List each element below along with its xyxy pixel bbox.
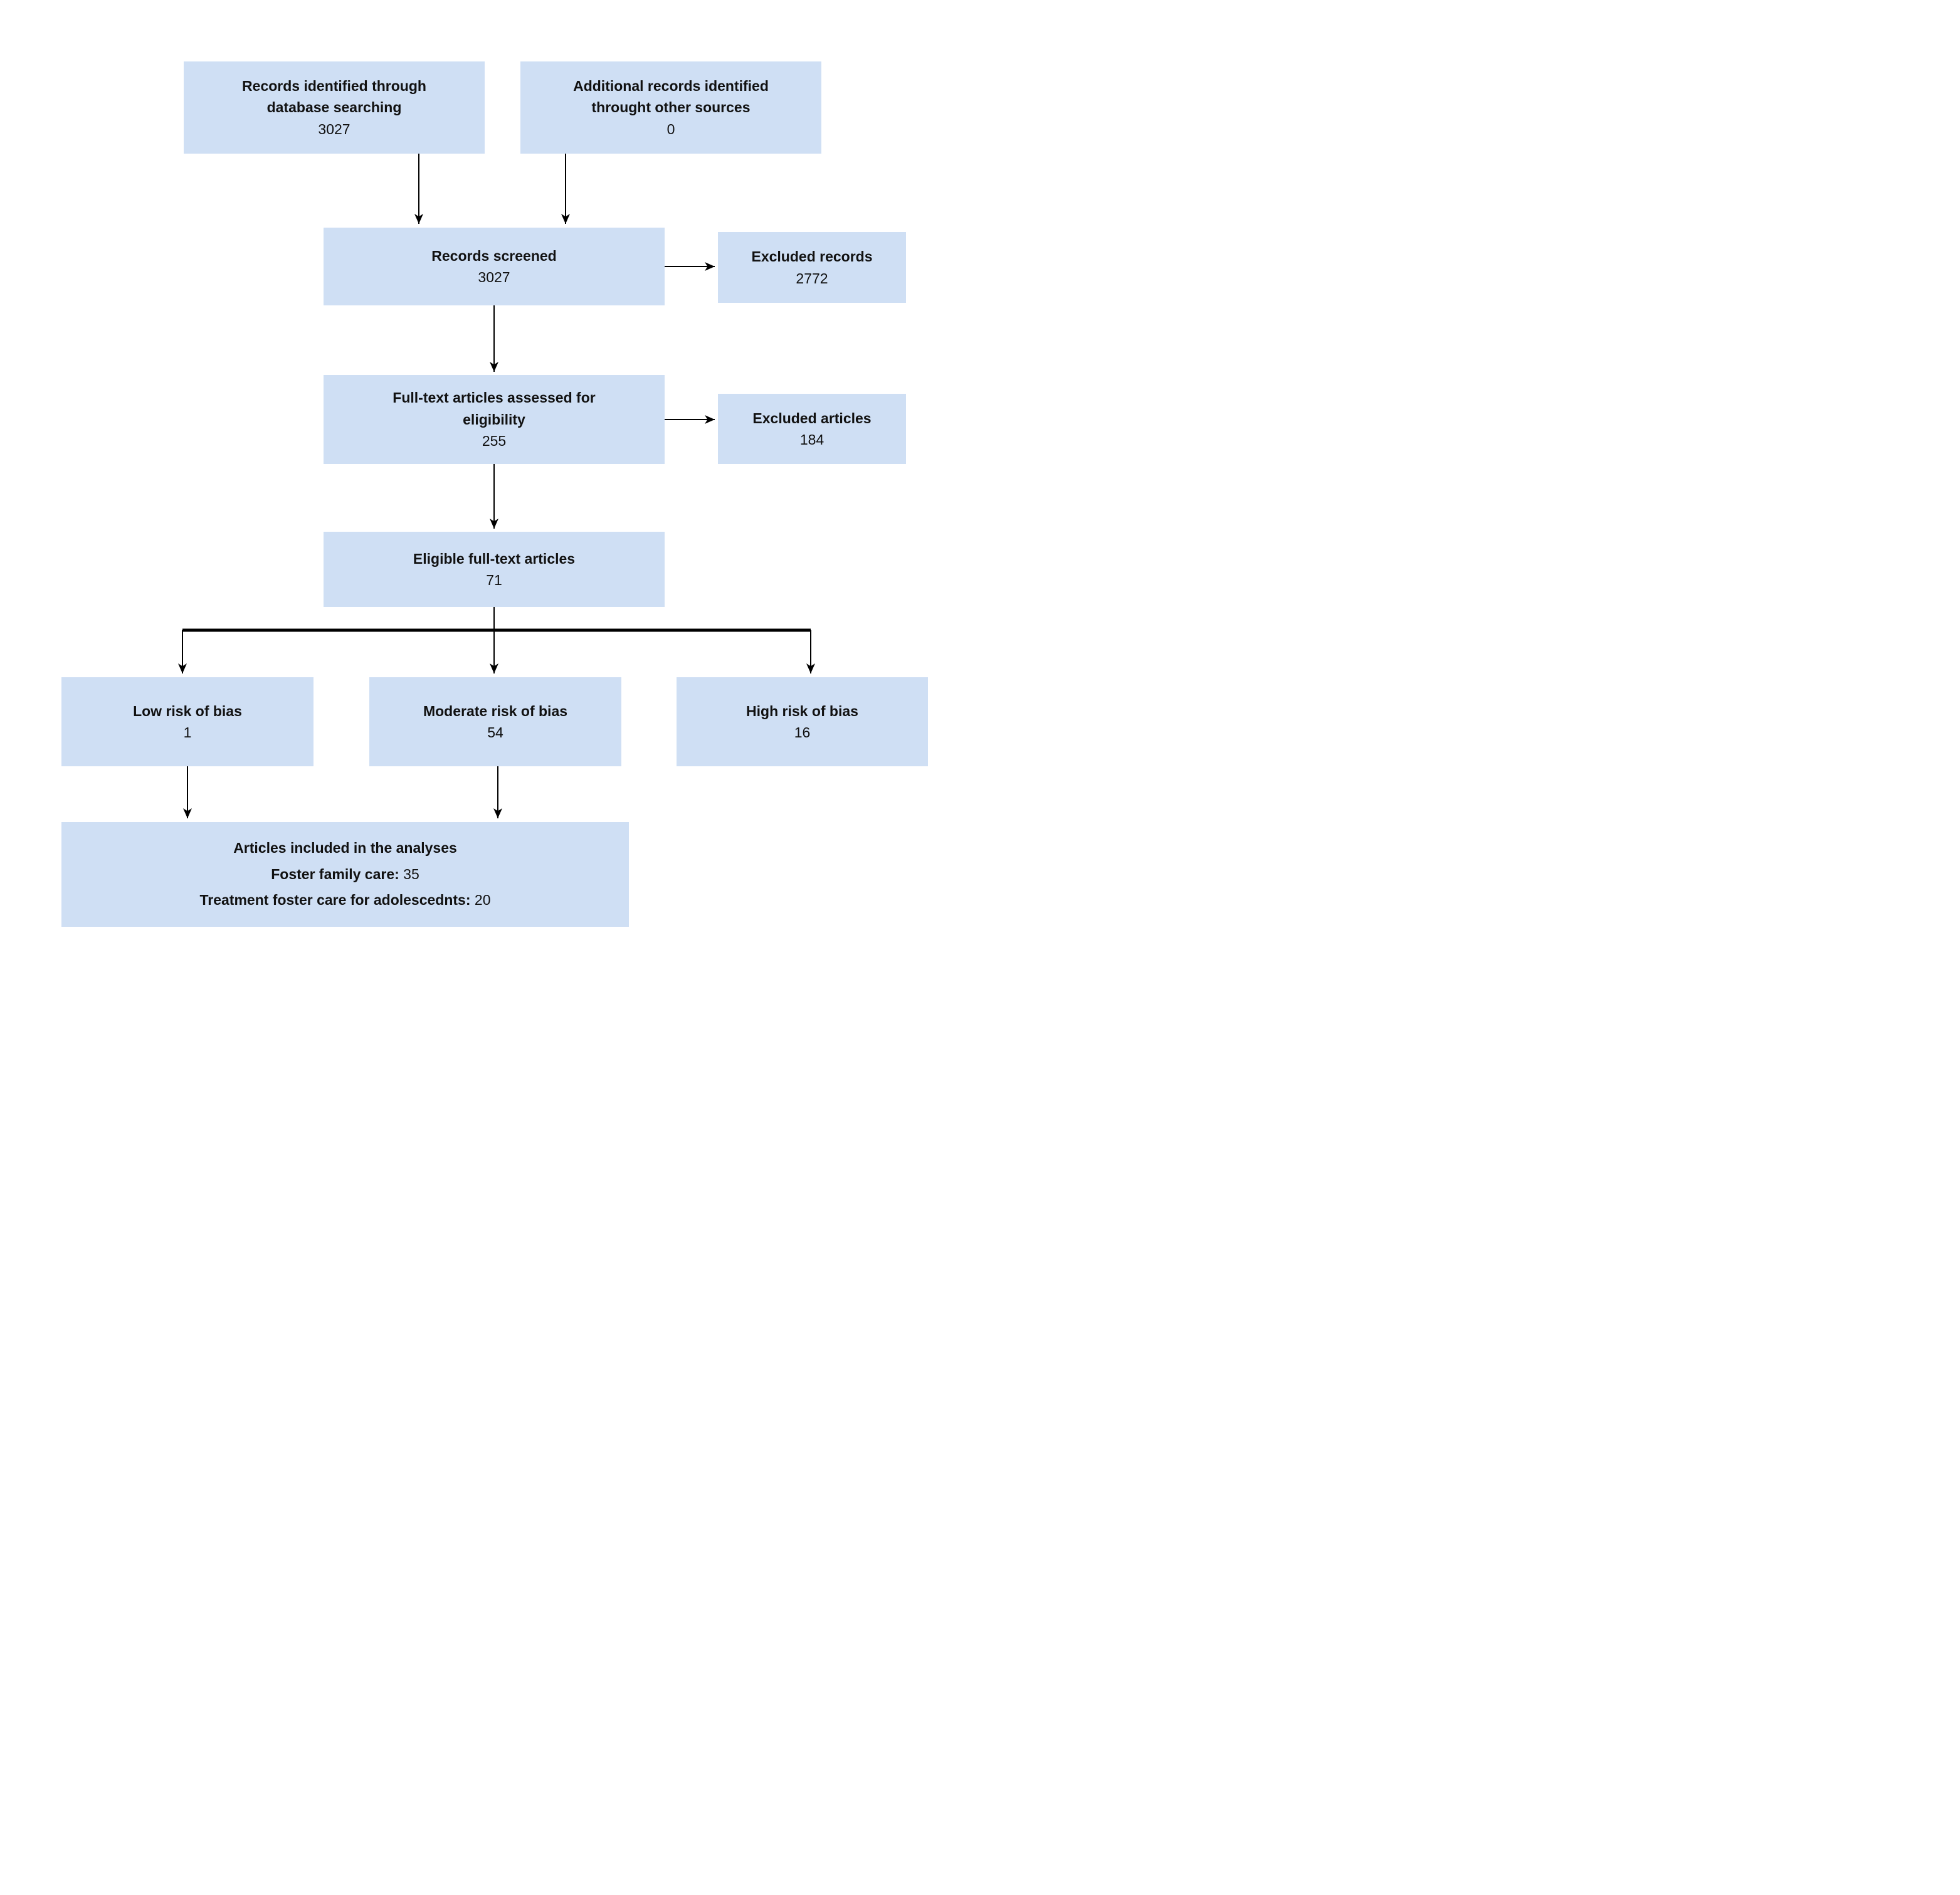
included-row-value: 35 — [403, 865, 419, 882]
node-excluded-records: Excluded records 2772 — [718, 232, 906, 303]
node-count: 3027 — [318, 120, 350, 137]
node-title: Records identified through database sear… — [242, 77, 426, 116]
node-count: 255 — [482, 433, 507, 450]
node-count: 1 — [183, 724, 192, 741]
node-title: Eligible full-text articles — [413, 550, 576, 567]
node-eligible-fulltext: Eligible full-text articles 71 — [324, 532, 665, 607]
node-title: Low risk of bias — [133, 702, 242, 719]
node-count: 16 — [794, 724, 811, 741]
node-articles-included: Articles included in the analyses Foster… — [61, 822, 629, 927]
included-row-foster-family: Foster family care: 35 — [271, 865, 419, 884]
included-row-value: 20 — [474, 892, 491, 909]
node-title: Excluded records — [751, 248, 873, 265]
node-title: Full-text articles assessed for eligibil… — [393, 389, 596, 428]
prisma-flow-diagram: Records identified through database sear… — [0, 0, 980, 948]
included-row-label: Treatment foster care for adolescednts: — [199, 892, 471, 909]
node-low-risk: Low risk of bias 1 — [61, 677, 313, 766]
node-moderate-risk: Moderate risk of bias 54 — [369, 677, 621, 766]
node-fulltext-assessed: Full-text articles assessed for eligibil… — [324, 375, 665, 464]
node-count: 3027 — [478, 269, 510, 285]
node-count: 54 — [487, 724, 503, 741]
node-high-risk: High risk of bias 16 — [677, 677, 928, 766]
node-title: Additional records identified throught o… — [573, 77, 769, 116]
node-title: Excluded articles — [752, 409, 872, 426]
node-records-identified: Records identified through database sear… — [184, 61, 485, 154]
node-additional-records: Additional records identified throught o… — [520, 61, 821, 154]
included-row-label: Foster family care: — [271, 865, 399, 882]
node-title: Articles included in the analyses — [233, 839, 457, 856]
node-count: 71 — [486, 572, 502, 588]
node-title: Moderate risk of bias — [423, 702, 568, 719]
node-records-screened: Records screened 3027 — [324, 228, 665, 305]
flow-arrows — [178, 154, 815, 818]
node-title: Records screened — [431, 247, 557, 264]
node-count: 2772 — [796, 270, 828, 287]
node-count: 184 — [799, 431, 825, 448]
node-count: 0 — [667, 120, 675, 137]
node-excluded-articles: Excluded articles 184 — [718, 394, 906, 464]
included-row-treatment-foster: Treatment foster care for adolescednts: … — [199, 891, 490, 910]
node-title: High risk of bias — [746, 702, 858, 719]
